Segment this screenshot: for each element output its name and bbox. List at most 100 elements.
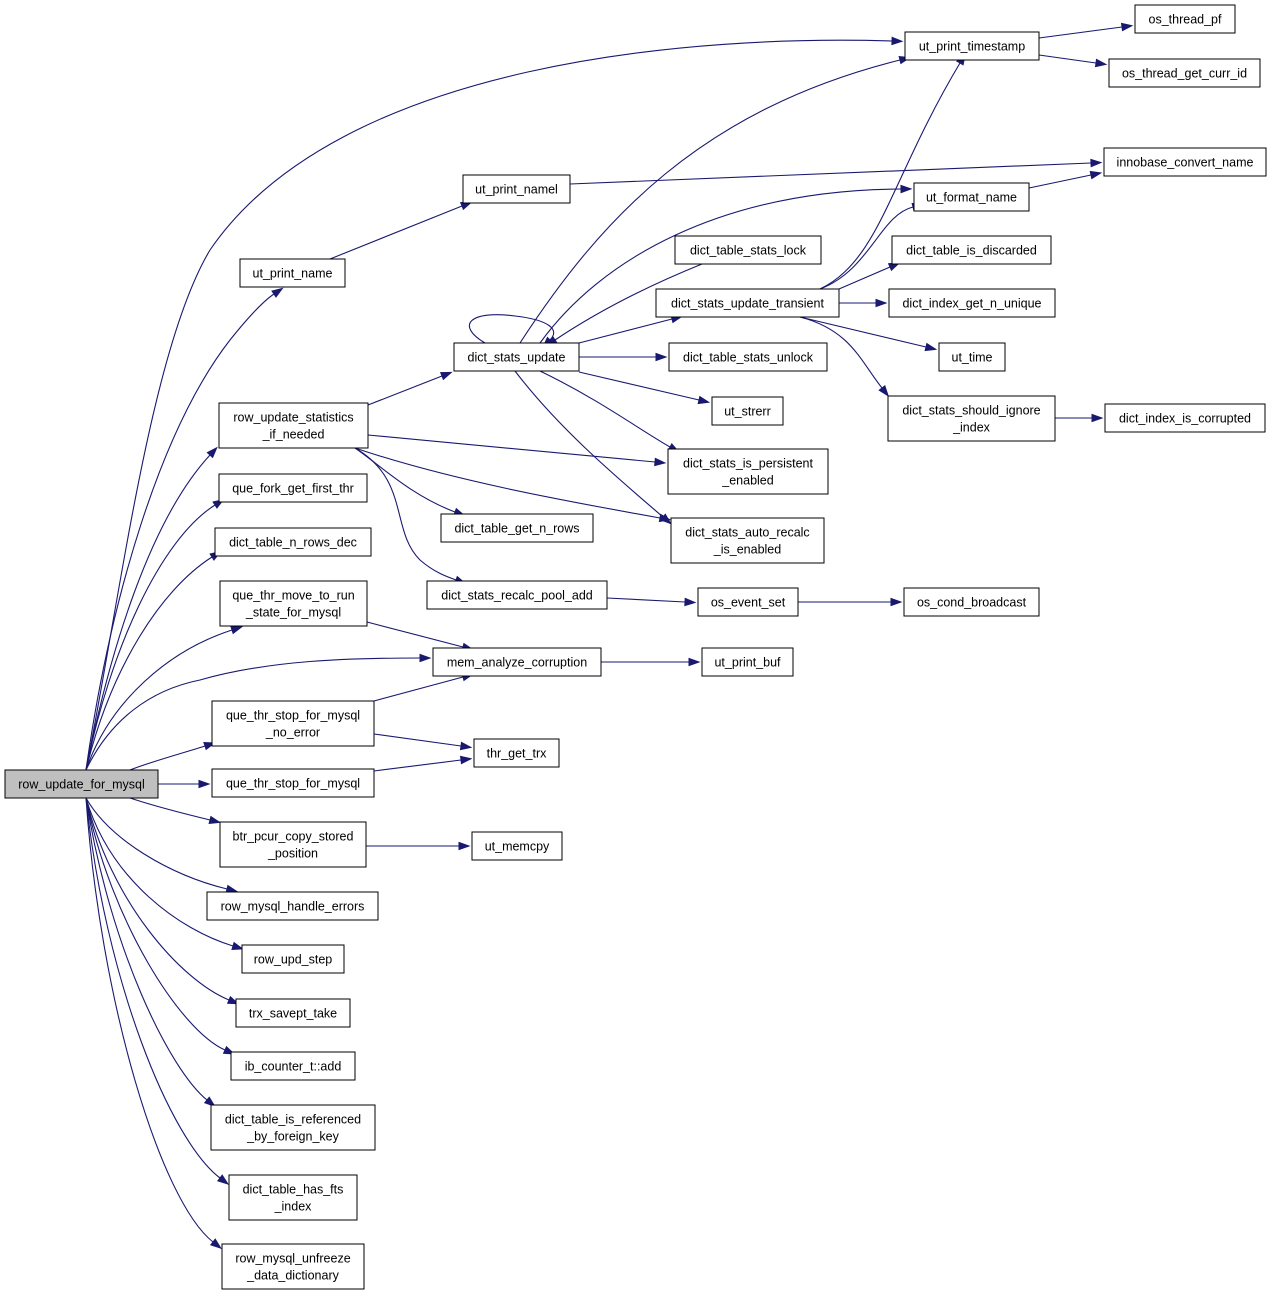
node-box bbox=[1108, 58, 1261, 88]
node-ut-memcpy[interactable]: ut_memcpy bbox=[471, 831, 563, 861]
arrowhead-icon bbox=[1090, 158, 1103, 168]
node-dict-table-has-fts-index[interactable]: dict_table_has_fts_index bbox=[228, 1174, 358, 1221]
edge-row_update_statistics_if_needed-to-dict_table_get_n_rows bbox=[354, 447, 466, 517]
node-label: _no_error bbox=[265, 726, 320, 740]
node-que-thr-stop-for-mysql[interactable]: que_thr_stop_for_mysql bbox=[211, 768, 375, 798]
node-ut-print-name[interactable]: ut_print_name bbox=[239, 258, 346, 288]
node-ut-print-buf[interactable]: ut_print_buf bbox=[701, 647, 794, 677]
node-box bbox=[4, 769, 159, 799]
node-thr-get-trx[interactable]: thr_get_trx bbox=[473, 738, 560, 768]
node-ut-strerr[interactable]: ut_strerr bbox=[711, 396, 784, 426]
edge-row_update_for_mysql-to-row_mysql_handle_errors bbox=[85, 797, 239, 894]
node-label: ut_format_name bbox=[926, 191, 1017, 205]
node-box bbox=[218, 473, 368, 503]
node-label: btr_pcur_copy_stored bbox=[233, 830, 354, 844]
edge-mem_analyze_corruption-to-ut_print_buf bbox=[601, 657, 701, 667]
node-ut-print-namel[interactable]: ut_print_namel bbox=[462, 174, 571, 204]
edge-ut_print_namel-to-innobase_convert_name bbox=[569, 158, 1103, 185]
node-label: _state_for_mysql bbox=[245, 606, 341, 620]
arrowhead-icon bbox=[688, 657, 701, 667]
node-ib-counter-t-add[interactable]: ib_counter_t::add bbox=[230, 1051, 356, 1081]
node-box bbox=[1103, 147, 1267, 177]
arrowhead-icon bbox=[697, 395, 711, 405]
node-label: dict_table_stats_unlock bbox=[683, 351, 814, 365]
node-dict-index-get-n-unique[interactable]: dict_index_get_n_unique bbox=[888, 288, 1056, 318]
node-mem-analyze-corruption[interactable]: mem_analyze_corruption bbox=[432, 647, 602, 677]
node-dict-table-is-referenced-by-foreign-key[interactable]: dict_table_is_referenced_by_foreign_key bbox=[210, 1104, 376, 1151]
node-ut-print-timestamp[interactable]: ut_print_timestamp bbox=[904, 31, 1040, 61]
node-label: _data_dictionary bbox=[246, 1269, 339, 1283]
edge-ut_print_timestamp-to-os_thread_get_curr_id bbox=[1038, 54, 1108, 68]
node-ut-time[interactable]: ut_time bbox=[938, 342, 1006, 372]
node-ut-format-name[interactable]: ut_format_name bbox=[913, 182, 1030, 212]
node-label: _position bbox=[267, 847, 318, 861]
node-box bbox=[668, 342, 828, 372]
node-btr-pcur-copy-stored-position[interactable]: btr_pcur_copy_stored _position bbox=[219, 821, 367, 868]
arrowhead-icon bbox=[1120, 22, 1134, 32]
node-label: row_update_statistics bbox=[233, 411, 353, 425]
node-dict-table-is-discarded[interactable]: dict_table_is_discarded bbox=[891, 235, 1052, 265]
arrowhead-icon bbox=[1091, 413, 1104, 423]
arrowhead-icon bbox=[230, 626, 243, 635]
node-box bbox=[230, 1051, 356, 1081]
node-box bbox=[218, 402, 369, 449]
edge-ut_format_name-to-innobase_convert_name bbox=[1028, 170, 1103, 189]
node-dict-table-n-rows-dec[interactable]: dict_table_n_rows_dec bbox=[214, 527, 372, 557]
node-trx-savept-take[interactable]: trx_savept_take bbox=[235, 998, 351, 1028]
arrowhead-icon bbox=[225, 884, 239, 894]
node-dict-stats-should-ignore-index[interactable]: dict_stats_should_ignore_index bbox=[887, 395, 1056, 442]
edge-que_thr_stop_for_mysql_no_error-to-mem_analyze_corruption bbox=[373, 672, 475, 702]
node-dict-table-stats-unlock[interactable]: dict_table_stats_unlock bbox=[668, 342, 828, 372]
arrowhead-icon bbox=[439, 371, 453, 381]
node-dict-stats-update-transient[interactable]: dict_stats_update_transient bbox=[655, 288, 840, 318]
edge-ut_print_timestamp-to-os_thread_pf bbox=[1038, 22, 1134, 39]
node-dict-index-is-corrupted[interactable]: dict_index_is_corrupted bbox=[1104, 403, 1266, 433]
function-nodes: row_update_for_mysqlut_print_timestampos… bbox=[4, 4, 1267, 1290]
arrowhead-icon bbox=[875, 298, 888, 308]
node-box bbox=[426, 580, 608, 610]
node-label: row_mysql_handle_errors bbox=[221, 900, 365, 914]
node-label: os_cond_broadcast bbox=[917, 596, 1027, 610]
node-box bbox=[219, 821, 367, 868]
node-dict-stats-recalc-pool-add[interactable]: dict_stats_recalc_pool_add bbox=[426, 580, 608, 610]
node-label: row_update_for_mysql bbox=[18, 778, 144, 792]
node-innobase-convert-name[interactable]: innobase_convert_name bbox=[1103, 147, 1267, 177]
node-row-update-for-mysql[interactable]: row_update_for_mysql bbox=[4, 769, 159, 799]
node-box bbox=[655, 288, 840, 318]
node-label: dict_table_is_discarded bbox=[906, 244, 1037, 258]
node-box bbox=[1104, 403, 1266, 433]
node-box bbox=[432, 647, 602, 677]
edge-ut_print_name-to-ut_print_namel bbox=[329, 201, 473, 260]
node-label: os_event_set bbox=[711, 596, 786, 610]
node-os-event-set[interactable]: os_event_set bbox=[697, 587, 799, 617]
node-label: dict_stats_update_transient bbox=[671, 297, 824, 311]
node-dict-stats-is-persistent-enabled[interactable]: dict_stats_is_persistent_enabled bbox=[667, 448, 829, 495]
edge-dict_stats_should_ignore_index-to-dict_index_is_corrupted bbox=[1055, 413, 1104, 423]
node-label: row_mysql_unfreeze bbox=[235, 1252, 350, 1266]
node-dict-table-stats-lock[interactable]: dict_table_stats_lock bbox=[674, 235, 822, 265]
node-row-mysql-unfreeze-data-dictionary[interactable]: row_mysql_unfreeze _data_dictionary bbox=[221, 1243, 365, 1290]
node-os-thread-pf[interactable]: os_thread_pf bbox=[1134, 4, 1236, 34]
edge-row_update_for_mysql-to-ut_print_timestamp bbox=[85, 36, 904, 771]
node-dict-stats-update[interactable]: dict_stats_update bbox=[453, 342, 580, 372]
node-row-mysql-handle-errors[interactable]: row_mysql_handle_errors bbox=[206, 891, 379, 921]
node-box bbox=[938, 342, 1006, 372]
node-row-update-statistics-if-needed[interactable]: row_update_statistics_if_needed bbox=[218, 402, 369, 449]
node-os-thread-get-curr-id[interactable]: os_thread_get_curr_id bbox=[1108, 58, 1261, 88]
node-box bbox=[221, 1243, 365, 1290]
arrowhead-icon bbox=[459, 741, 473, 751]
node-box bbox=[891, 235, 1052, 265]
node-dict-stats-auto-recalc-is-enabled[interactable]: dict_stats_auto_recalc_is_enabled bbox=[670, 517, 825, 564]
edge-dict_stats_update-to-dict_stats_is_persistent_enabled bbox=[539, 370, 680, 453]
node-label: ut_print_buf bbox=[714, 656, 781, 670]
node-que-thr-stop-for-mysql-no-error[interactable]: que_thr_stop_for_mysql_no_error bbox=[211, 700, 375, 747]
node-row-upd-step[interactable]: row_upd_step bbox=[241, 944, 345, 974]
node-que-fork-get-first-thr[interactable]: que_fork_get_first_thr bbox=[218, 473, 368, 503]
node-que-thr-move-to-run-state-for-mysql[interactable]: que_thr_move_to_run_state_for_mysql bbox=[219, 580, 368, 627]
node-dict-table-get-n-rows[interactable]: dict_table_get_n_rows bbox=[440, 513, 594, 543]
node-os-cond-broadcast[interactable]: os_cond_broadcast bbox=[903, 587, 1040, 617]
node-box bbox=[701, 647, 794, 677]
node-box bbox=[674, 235, 822, 265]
edge-dict_stats_update_transient-to-dict_table_is_discarded bbox=[838, 262, 901, 290]
edge-row_update_for_mysql-to-row_upd_step bbox=[85, 797, 244, 950]
